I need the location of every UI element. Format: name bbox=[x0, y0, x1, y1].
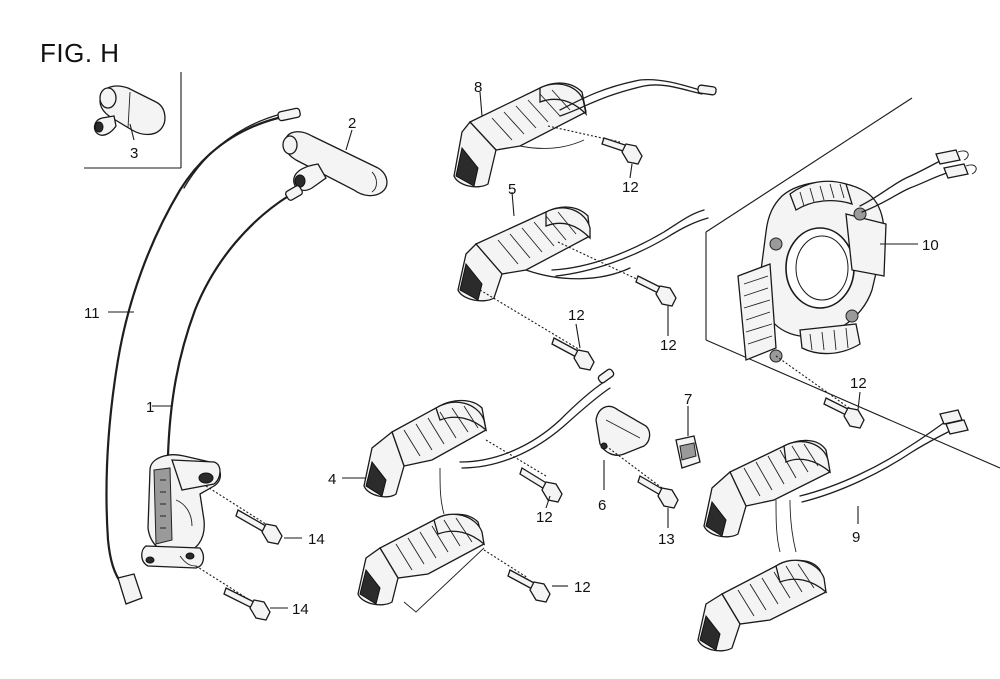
bolt-part-12-d bbox=[823, 397, 865, 429]
callout-12-f: 12 bbox=[574, 579, 591, 596]
callout-7: 7 bbox=[684, 391, 692, 408]
charge-coil-part-5 bbox=[457, 206, 709, 302]
callout-12-e: 12 bbox=[536, 509, 553, 526]
callout-11: 11 bbox=[84, 305, 100, 322]
bracket-part-6 bbox=[595, 405, 679, 509]
callout-13: 13 bbox=[658, 531, 675, 548]
bolt-part-14-lower bbox=[195, 565, 271, 621]
callout-14-b: 14 bbox=[292, 601, 309, 618]
callout-9: 9 bbox=[852, 529, 860, 546]
callout-3: 3 bbox=[130, 145, 138, 162]
callout-1: 1 bbox=[146, 399, 154, 416]
callout-12-c: 12 bbox=[568, 307, 585, 324]
callout-10: 10 bbox=[922, 237, 939, 254]
plug-cap-part-2 bbox=[282, 131, 388, 197]
callout-12-a: 12 bbox=[622, 179, 639, 196]
leader-lines bbox=[108, 91, 918, 609]
bolt-part-14-upper bbox=[205, 485, 283, 545]
stator-box bbox=[705, 97, 1000, 469]
inset-box-part-3 bbox=[84, 72, 182, 169]
charge-coil-part-9 bbox=[697, 409, 969, 652]
high-tension-wire-part-1 bbox=[166, 185, 303, 457]
charge-coil-part-8 bbox=[453, 78, 717, 188]
callout-8: 8 bbox=[474, 79, 482, 96]
callout-4: 4 bbox=[328, 471, 336, 488]
bolt-part-12-a bbox=[601, 137, 643, 165]
stator-assembly-part-10 bbox=[737, 149, 977, 411]
plug-cap-part-3 bbox=[93, 85, 166, 136]
callout-12-b: 12 bbox=[660, 337, 677, 354]
ground-wire-part-11 bbox=[105, 107, 301, 605]
exciter-coil-part-4 bbox=[357, 368, 615, 613]
bolt-part-12-c bbox=[479, 289, 595, 371]
callout-2: 2 bbox=[348, 115, 356, 132]
callout-12-d: 12 bbox=[850, 375, 867, 392]
callout-14-a: 14 bbox=[308, 531, 325, 548]
callout-5: 5 bbox=[508, 181, 516, 198]
bolt-part-12-b bbox=[635, 275, 677, 307]
callout-6: 6 bbox=[598, 497, 606, 514]
figure-title: FIG. H bbox=[40, 38, 120, 68]
ignition-coil bbox=[141, 454, 221, 569]
clip-part-7 bbox=[675, 435, 701, 469]
